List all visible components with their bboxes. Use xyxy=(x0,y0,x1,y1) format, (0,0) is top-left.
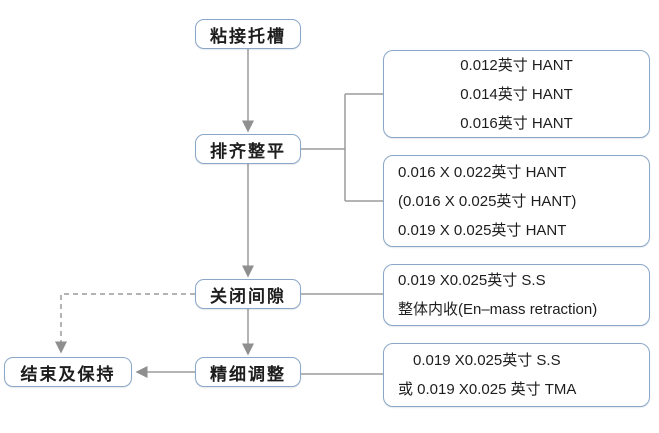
wirebox-align-rect-wires: 0.016 X 0.022英寸 HANT (0.016 X 0.025英寸 HA… xyxy=(383,155,650,247)
wirebox-close-space-wires: 0.019 X0.025英寸 S.S 整体内收(En–mass retracti… xyxy=(383,264,650,326)
wire-spec: (0.016 X 0.025英寸 HANT) xyxy=(398,192,577,210)
flow-node-bond-brackets: 粘接托槽 xyxy=(195,19,301,49)
wire-spec: 0.019 X 0.025英寸 HANT xyxy=(398,221,567,239)
flow-node-close-space: 关闭间隙 xyxy=(195,279,301,309)
wire-spec: 整体内收(En–mass retraction) xyxy=(398,301,598,318)
wire-spec: 0.019 X0.025英寸 S.S xyxy=(413,352,561,369)
wire-spec: 0.012英寸 HANT xyxy=(460,56,573,74)
wirebox-align-round-wires: 0.012英寸 HANT 0.014英寸 HANT 0.016英寸 HANT xyxy=(383,50,650,138)
wire-spec: 0.016 X 0.022英寸 HANT xyxy=(398,163,567,181)
wirebox-fine-adjust-wires: 0.019 X0.025英寸 S.S 或 0.019 X0.025 英寸 TMA xyxy=(383,343,650,407)
dashed-arrow-close-to-finish xyxy=(55,293,195,354)
wire-spec: 0.014英寸 HANT xyxy=(460,85,573,103)
wire-spec: 0.016英寸 HANT xyxy=(460,114,573,132)
flow-node-finish-retain: 结束及保持 xyxy=(4,357,132,387)
flow-node-align-level: 排齐整平 xyxy=(195,134,301,164)
wire-spec: 或 0.019 X0.025 英寸 TMA xyxy=(398,381,577,398)
flow-node-fine-adjust: 精细调整 xyxy=(195,357,301,387)
wire-spec: 0.019 X0.025英寸 S.S xyxy=(398,272,546,289)
